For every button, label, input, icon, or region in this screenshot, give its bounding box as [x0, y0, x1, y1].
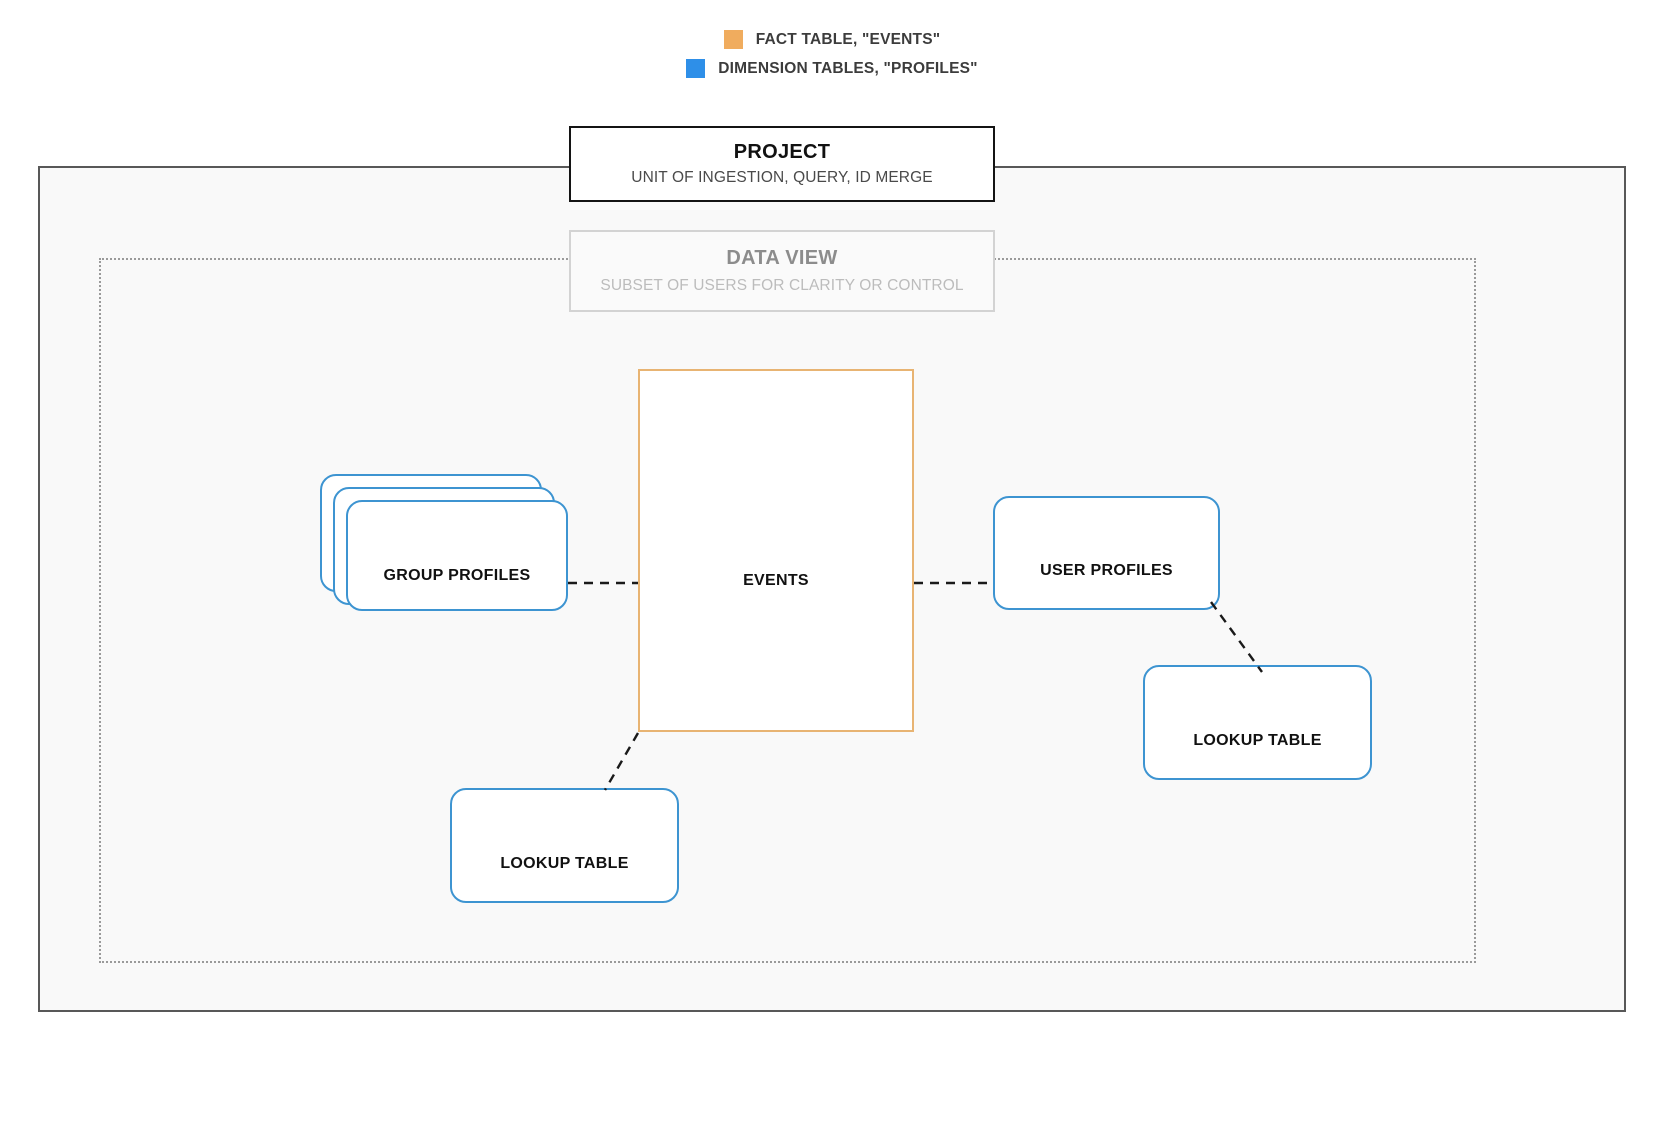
legend-item-dimension-tables: DIMENSION TABLES, "PROFILES" [686, 59, 978, 78]
node-lookup-table-right[interactable]: LOOKUP TABLE [1143, 665, 1372, 780]
node-lookup-table-left-label: LOOKUP TABLE [500, 854, 629, 872]
data-view-header-box[interactable]: DATA VIEW SUBSET OF USERS FOR CLARITY OR… [569, 230, 995, 312]
legend-label-fact-table: FACT TABLE, "EVENTS" [755, 30, 941, 48]
node-lookup-table-left[interactable]: LOOKUP TABLE [450, 788, 679, 903]
project-header-box[interactable]: PROJECT UNIT OF INGESTION, QUERY, ID MER… [569, 126, 995, 202]
legend-item-fact-table: FACT TABLE, "EVENTS" [723, 30, 941, 49]
project-subtitle: UNIT OF INGESTION, QUERY, ID MERGE [631, 169, 933, 186]
node-user-profiles-label: USER PROFILES [1040, 562, 1173, 579]
legend: FACT TABLE, "EVENTS" DIMENSION TABLES, "… [0, 30, 1664, 78]
fact-table-swatch [723, 30, 743, 49]
node-events-label: EVENTS [743, 571, 809, 589]
dimension-tables-swatch [686, 59, 706, 78]
node-user-profiles[interactable]: USER PROFILES [993, 496, 1220, 610]
data-view-title: DATA VIEW [726, 247, 838, 269]
legend-label-dimension-tables: DIMENSION TABLES, "PROFILES" [718, 59, 978, 77]
node-events[interactable]: EVENTS [638, 369, 914, 732]
node-group-profiles[interactable]: GROUP PROFILES [346, 500, 568, 611]
node-group-profiles-label: GROUP PROFILES [383, 566, 531, 584]
data-view-subtitle: SUBSET OF USERS FOR CLARITY OR CONTROL [600, 277, 964, 294]
project-title: PROJECT [733, 141, 831, 163]
node-lookup-table-right-label: LOOKUP TABLE [1193, 731, 1322, 749]
